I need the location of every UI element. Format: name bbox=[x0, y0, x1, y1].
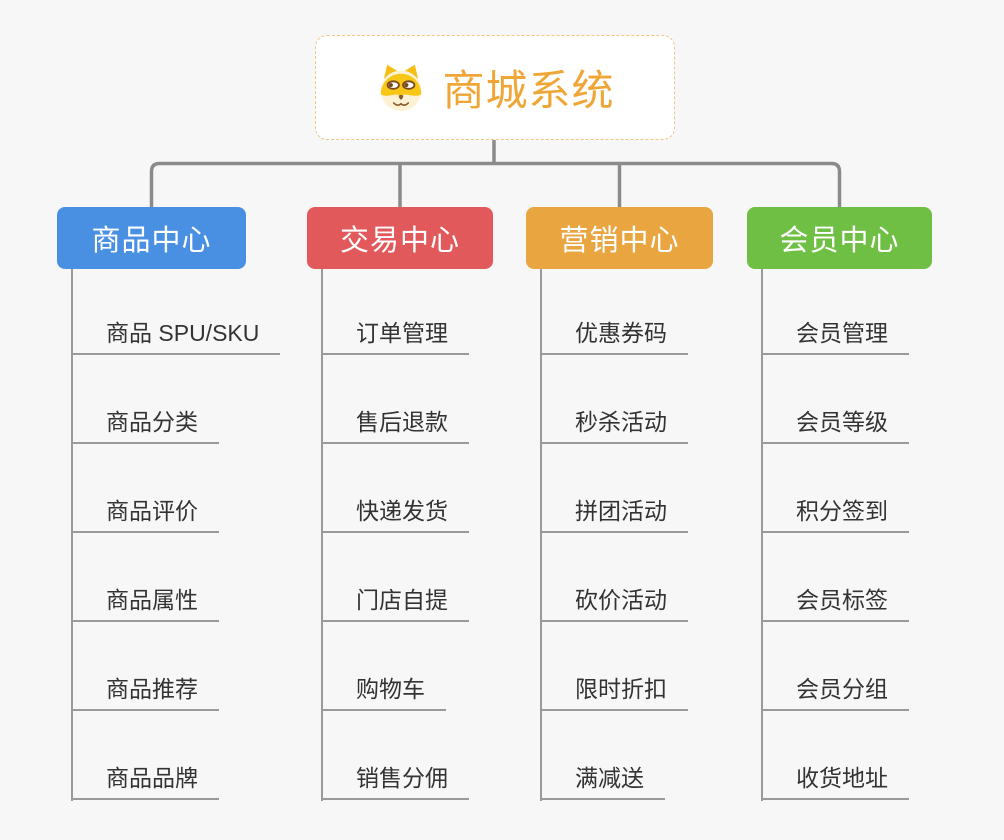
leaf-node[interactable]: 会员标签 bbox=[761, 585, 909, 622]
leaf-node[interactable]: 商品 SPU/SKU bbox=[71, 318, 281, 355]
leaf-node[interactable]: 优惠券码 bbox=[540, 318, 688, 355]
root-node[interactable]: 商城系统 bbox=[315, 35, 675, 140]
branch-node-trade-center[interactable]: 交易中心 bbox=[307, 207, 493, 269]
leaf-node[interactable]: 满减送 bbox=[540, 763, 665, 800]
leaf-node[interactable]: 收货地址 bbox=[761, 763, 909, 800]
root-title: 商城系统 bbox=[442, 67, 615, 114]
branch-node-product-center[interactable]: 商品中心 bbox=[57, 207, 246, 269]
leaf-node[interactable]: 拼团活动 bbox=[540, 496, 688, 533]
leaf-node[interactable]: 快递发货 bbox=[321, 496, 469, 533]
leaf-node[interactable]: 商品属性 bbox=[71, 585, 219, 622]
leaf-node[interactable]: 秒杀活动 bbox=[540, 407, 688, 444]
leaf-node[interactable]: 销售分佣 bbox=[321, 763, 469, 800]
leaf-node[interactable]: 积分签到 bbox=[761, 496, 909, 533]
leaf-spine-line bbox=[761, 269, 763, 801]
leaf-spine-line bbox=[321, 269, 323, 801]
branch-node-member-center[interactable]: 会员中心 bbox=[747, 207, 932, 269]
leaf-node[interactable]: 会员分组 bbox=[761, 674, 909, 711]
leaf-spine-line bbox=[71, 269, 73, 801]
leaf-node[interactable]: 门店自提 bbox=[321, 585, 469, 622]
leaf-node[interactable]: 商品分类 bbox=[71, 407, 219, 444]
leaf-node[interactable]: 会员管理 bbox=[761, 318, 909, 355]
dog-face-icon bbox=[381, 64, 422, 112]
leaf-node[interactable]: 砍价活动 bbox=[540, 585, 688, 622]
leaf-node[interactable]: 订单管理 bbox=[321, 318, 469, 355]
leaf-node[interactable]: 商品品牌 bbox=[71, 763, 219, 800]
leaf-spine-line bbox=[540, 269, 542, 801]
branch-rail-line bbox=[149, 161, 842, 208]
leaf-node[interactable]: 限时折扣 bbox=[540, 674, 688, 711]
leaf-node[interactable]: 售后退款 bbox=[321, 407, 469, 444]
leaf-node[interactable]: 购物车 bbox=[321, 674, 446, 711]
branch-node-marketing-center[interactable]: 营销中心 bbox=[526, 207, 713, 269]
leaf-node[interactable]: 商品评价 bbox=[71, 496, 219, 533]
leaf-node[interactable]: 会员等级 bbox=[761, 407, 909, 444]
leaf-node[interactable]: 商品推荐 bbox=[71, 674, 219, 711]
